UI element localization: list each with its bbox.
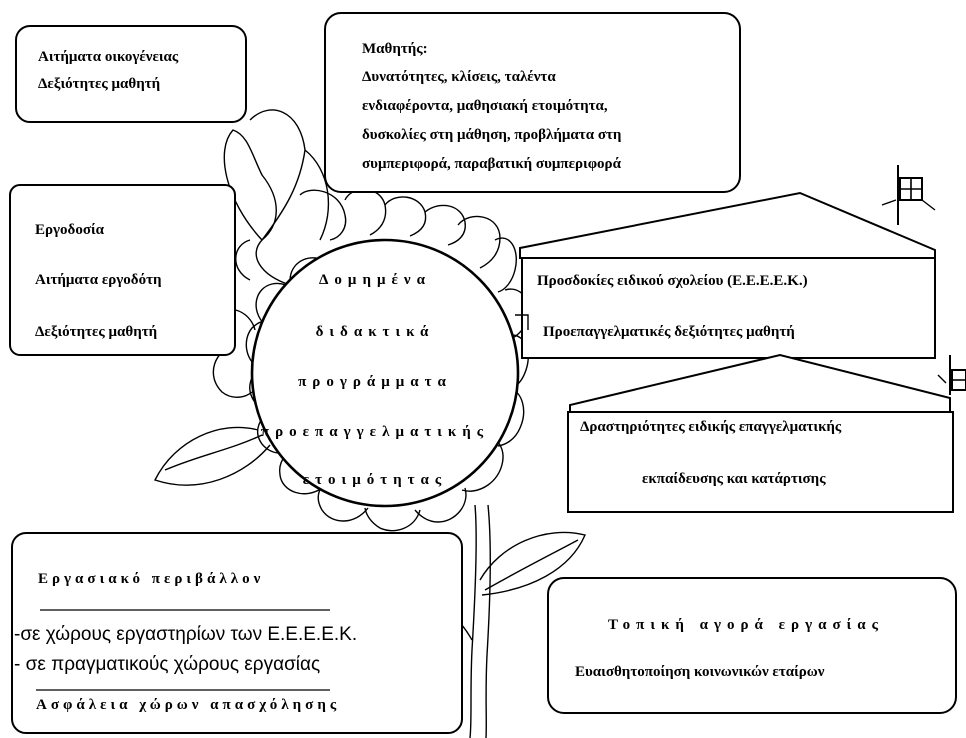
work-env-box-frame [11, 532, 463, 734]
social-partners-awareness-text: Ευαισθητοποίηση κοινωνικών εταίρων [575, 664, 825, 680]
stem [469, 504, 477, 738]
chimney-branch [881, 199, 936, 211]
house-wall [567, 411, 954, 513]
vocational-training-text: εκπαίδευσης και κατάρτισης [642, 471, 826, 487]
leaf [484, 539, 579, 591]
employer-box-frame [9, 184, 236, 356]
petal [497, 387, 525, 447]
family-requests-text: Αιτήματα οικογένειας [38, 49, 179, 65]
petal [304, 149, 330, 241]
roof [569, 353, 951, 413]
petal [414, 487, 467, 523]
circle-line-5: ετοιμότητας [302, 472, 448, 488]
student-line-4: συμπεριφορά, παραβατική συμπεριφορά [362, 156, 621, 172]
employer-heading: Εργοδοσία [35, 222, 105, 238]
leaf [154, 426, 271, 486]
petal [494, 237, 517, 293]
petal [384, 196, 427, 237]
petal [255, 239, 291, 286]
work-env-item-real-workplaces: - σε πραγματικούς χώρους εργασίας [14, 654, 321, 675]
circle-line-4: προεπαγγελματικής [260, 424, 490, 440]
local-labour-market-heading: Τοπική αγορά εργασίας [608, 617, 884, 633]
petal [249, 109, 306, 241]
student-line-3: δυσκολίες στη μάθηση, προβλήματα στη [362, 127, 622, 143]
school-house [519, 165, 936, 359]
vocational-activities-text: Δραστηριότητες ειδικής επαγγελματικής [580, 419, 842, 435]
student-box-frame [324, 12, 741, 193]
petal [344, 188, 387, 236]
work-env-item-workshops: -σε χώρους εργαστηρίων των Ε.Ε.Ε.Ε.Κ. [14, 624, 358, 645]
school-expectations-text: Προσδοκίες ειδικού σχολείου (Ε.Ε.Ε.Ε.Κ.) [537, 273, 808, 289]
student-line-1: Δυνατότητες, κλίσεις, ταλέντα [362, 69, 556, 85]
leaf [164, 434, 263, 471]
vocational-house [567, 353, 966, 513]
petal [461, 441, 504, 492]
petal [299, 189, 347, 241]
student-line-2: ενδιαφέροντα, μαθησιακή ετοιμότητα, [362, 98, 608, 114]
petal [317, 485, 369, 522]
circle-line-3: προγράμματα [298, 374, 452, 390]
petal [424, 204, 466, 246]
roof [519, 191, 936, 259]
work-env-heading: Εργασιακό περιβάλλον [38, 571, 265, 587]
center-circle [250, 238, 520, 508]
student-heading: Μαθητής: [362, 41, 428, 57]
leaf [479, 531, 586, 596]
circle-connector [515, 314, 529, 330]
petal [457, 215, 501, 269]
chimney-window-grid [900, 178, 922, 200]
house-wall [521, 257, 936, 359]
family-student-skills-text: Δεξιότητες μαθητή [38, 76, 161, 92]
chimney-branch [937, 374, 947, 384]
family-box-frame [15, 25, 247, 123]
employer-requests-text: Αιτήματα εργοδότη [35, 272, 162, 288]
employer-student-skills-text: Δεξιότητες μαθητή [35, 324, 158, 340]
local-market-box-frame [547, 577, 957, 714]
stem [485, 504, 491, 738]
petal [364, 507, 421, 532]
prevocational-skills-text: Προεπαγγελματικές δεξιότητες μαθητή [543, 324, 795, 340]
workplace-safety-text: Ασφάλεια χώρων απασχόλησης [36, 697, 341, 713]
circle-line-2: διδακτικά [315, 324, 435, 340]
circle-line-1: Δομημένα [319, 272, 431, 288]
